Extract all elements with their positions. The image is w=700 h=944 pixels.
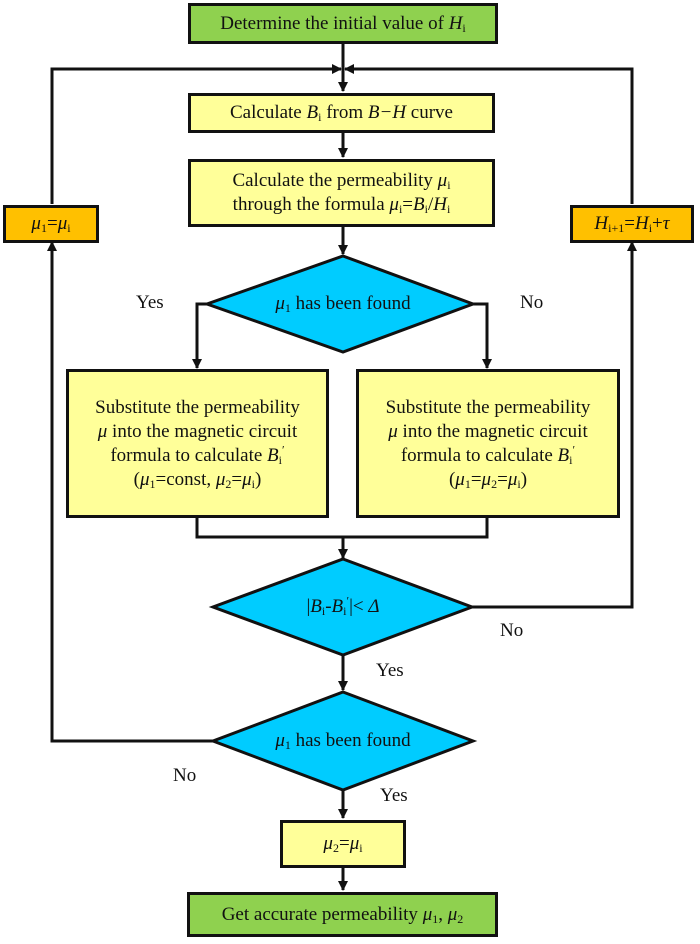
decision1-label: μ1 has been found [275,293,411,315]
substitute-right-box: Substitute the permeability μ into the m… [356,369,620,518]
start-box: Determine the initial value of Hi [188,3,498,44]
decision3-label: μ1 has been found [275,730,411,752]
decision3-yes-label: Yes [380,785,408,806]
merge-line [195,517,489,539]
h-increment-box: Hi+1=Hi+τ [570,205,694,243]
decision1-no-label: No [520,292,544,313]
decision3-diamond [208,690,478,792]
decision2-no-label: No [500,620,524,641]
mu1-assign-box: μ1=μi [3,205,99,243]
decision2-diamond [208,557,477,657]
mu2-assign-box: μ2=μi [280,820,406,868]
arrow-decision1-yes [192,302,207,369]
decision1-diamond [202,254,478,354]
arrow-left-loop-top [50,64,342,204]
calculate-permeability-box: Calculate the permeability μi through th… [188,159,495,227]
calculate-b-box: Calculate Bi from B−H curve [188,93,495,133]
decision2-label: |Bi-Bi′|< Δ [306,593,380,618]
arrow-decision2-no [472,241,637,609]
decision1-yes-label: Yes [136,292,164,313]
end-box: Get accurate permeability μ1, μ2 [187,892,498,937]
arrow-right-loop-top [344,64,634,204]
arrow-decision3-no [47,241,213,743]
decision2-yes-label: Yes [376,660,404,681]
decision3-no-label: No [173,765,197,786]
substitute-left-box: Substitute the permeability μ into the m… [66,369,329,518]
